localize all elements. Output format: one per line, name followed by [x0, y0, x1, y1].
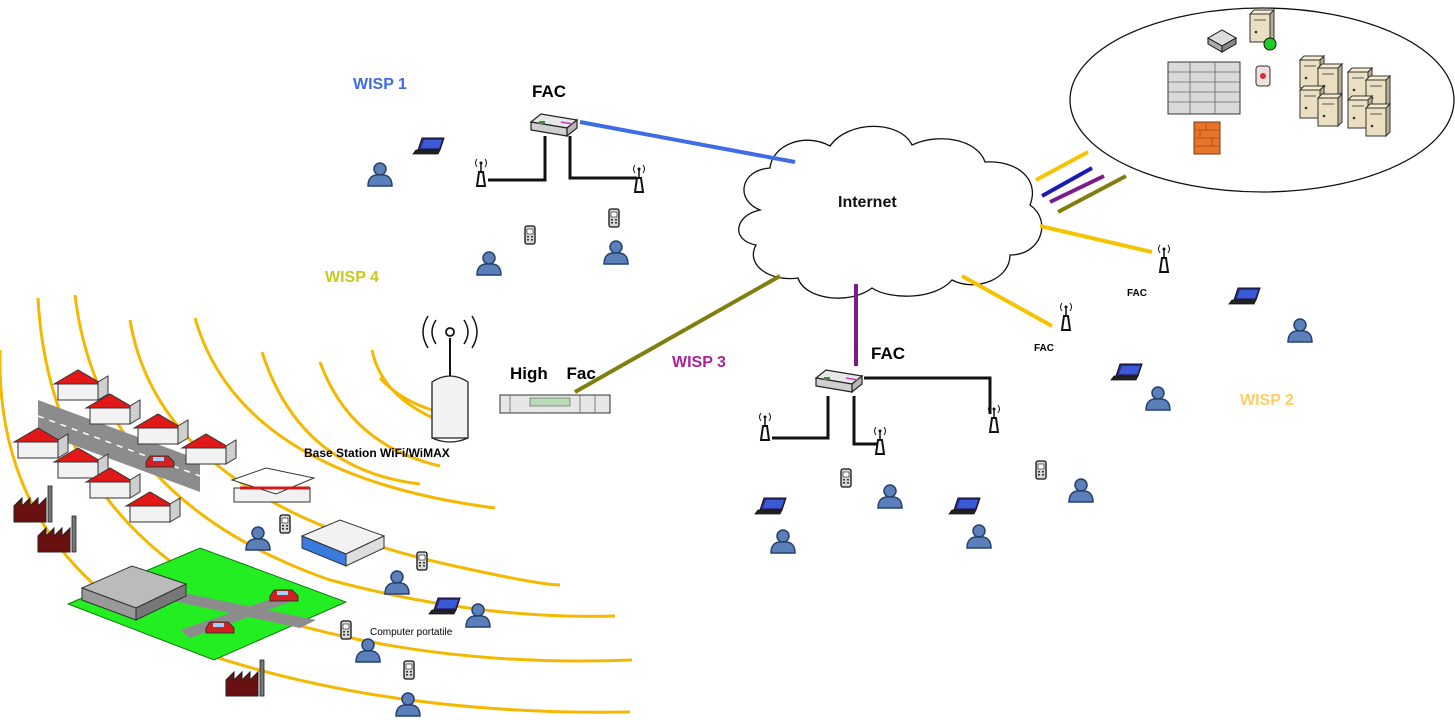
- high-fac-equipment-icon: [499, 394, 611, 414]
- gas-station-icon: [230, 467, 316, 503]
- datacenter-ellipse: [1069, 7, 1455, 193]
- user-icon: [603, 240, 629, 265]
- car-icon: [205, 621, 235, 634]
- link-wisp1-ap2: [568, 136, 637, 180]
- base-station-icon: [422, 315, 478, 443]
- fac-label-wisp2-b: FAC: [1034, 343, 1054, 354]
- mobile-phone-icon: [340, 620, 352, 640]
- fac-label-wisp1: FAC: [532, 82, 566, 101]
- link-wisp4-internet: [574, 274, 781, 394]
- car-icon: [145, 455, 175, 468]
- wisp2-label: WISP 2: [1240, 392, 1294, 409]
- laptop-icon: [412, 137, 445, 155]
- mobile-phone-icon: [1035, 460, 1047, 480]
- fac-label-wisp3: FAC: [871, 344, 905, 363]
- router-icon: [530, 113, 578, 137]
- user-icon: [367, 162, 393, 187]
- antenna-icon: [873, 426, 887, 455]
- mobile-phone-icon: [416, 551, 428, 571]
- house-icon: [125, 491, 181, 523]
- user-icon: [1287, 318, 1313, 343]
- link-wisp2-fac1: [1039, 224, 1153, 254]
- coverage-arcs: [0, 294, 633, 714]
- car-icon: [269, 589, 299, 602]
- user-icon: [966, 524, 992, 549]
- town-scene: [13, 369, 386, 697]
- wisp4-label: WISP 4: [325, 269, 379, 286]
- link-wisp2-fac2: [961, 274, 1053, 328]
- internet-label: Internet: [838, 194, 897, 211]
- wisp3-label: WISP 3: [672, 354, 726, 371]
- computer-label: Computer portatile: [370, 627, 453, 638]
- laptop-icon: [754, 497, 787, 515]
- high-fac-label: High Fac: [510, 364, 596, 383]
- backbone-links: [1035, 150, 1127, 214]
- user-icon: [395, 692, 421, 717]
- antenna-icon: [1059, 302, 1073, 331]
- storage-icon: [1255, 65, 1271, 87]
- industrial-park: [66, 547, 348, 661]
- laptop-icon: [948, 497, 981, 515]
- house-icon: [53, 369, 109, 401]
- link-wisp1-ap1: [488, 136, 547, 182]
- mobile-phone-icon: [840, 468, 852, 488]
- house-icon: [133, 413, 189, 445]
- switch-icon: [1206, 29, 1238, 53]
- user-icon: [877, 484, 903, 509]
- mobile-phone-icon: [608, 208, 620, 228]
- internet-cloud: [738, 125, 1043, 299]
- store-icon: [300, 519, 386, 567]
- user-icon: [1068, 478, 1094, 503]
- link-wisp1-internet: [579, 120, 796, 164]
- link-wisp3-ap3: [864, 376, 992, 414]
- laptop-icon: [428, 597, 461, 615]
- router-icon: [815, 369, 863, 393]
- laptop-icon: [1228, 287, 1261, 305]
- fac-label-wisp2-a: FAC: [1127, 288, 1147, 299]
- antenna-icon: [474, 158, 488, 187]
- link-wisp3-ap1: [772, 396, 830, 440]
- firewall-icon: [1193, 121, 1221, 155]
- link-wisp3-ap2: [852, 396, 878, 446]
- rack-icon: [1167, 61, 1241, 115]
- mobile-phone-icon: [279, 514, 291, 534]
- user-icon: [245, 526, 271, 551]
- wisp1-label: WISP 1: [353, 76, 407, 93]
- base-station-label: Base Station WiFi/WiMAX: [304, 446, 450, 460]
- mobile-phone-icon: [524, 225, 536, 245]
- user-icon: [384, 570, 410, 595]
- laptop-icon: [1110, 363, 1143, 381]
- user-icon: [1145, 386, 1171, 411]
- factory-icon: [13, 485, 53, 523]
- mobile-phone-icon: [403, 660, 415, 680]
- antenna-icon: [758, 412, 772, 441]
- antenna-icon: [1157, 244, 1171, 273]
- server-icon: [1249, 9, 1277, 51]
- user-icon: [770, 529, 796, 554]
- user-icon: [476, 251, 502, 276]
